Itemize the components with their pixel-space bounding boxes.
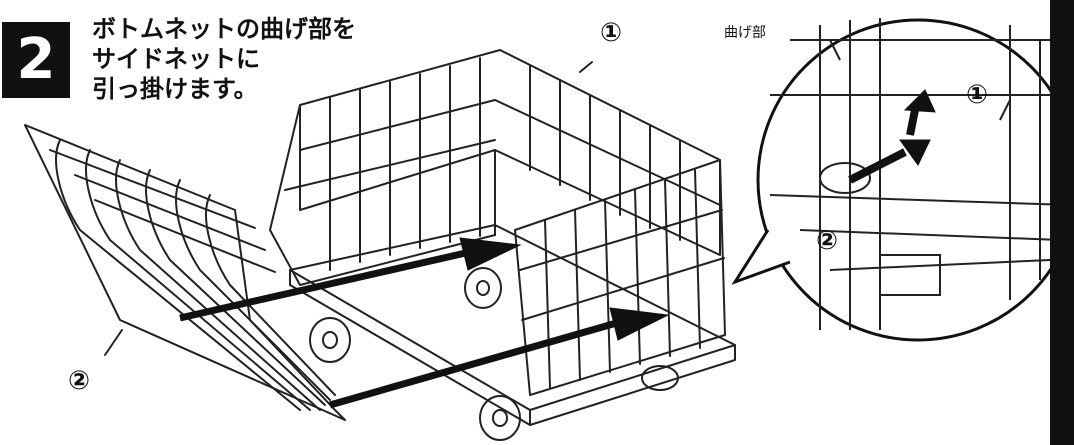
instruction-line: サイドネットに bbox=[92, 45, 260, 73]
side-net-back bbox=[269, 49, 721, 286]
bend-label: 曲げ部 bbox=[724, 25, 766, 41]
bottom-net bbox=[24, 124, 346, 421]
step-number-badge: 2 bbox=[2, 22, 70, 98]
caster-wheel-icon bbox=[309, 267, 679, 441]
instruction-line: ボトムネットの曲げ部を bbox=[92, 15, 356, 43]
callout-part-label-2: ② bbox=[816, 226, 839, 256]
part-label-2: ② bbox=[68, 366, 91, 396]
page-edge-bar bbox=[1050, 0, 1074, 445]
part-label-1: ① bbox=[600, 18, 623, 48]
detail-callout bbox=[731, 18, 1074, 342]
step-instruction: ボトムネットの曲げ部を サイドネットに 引っ掛けます。 bbox=[92, 14, 356, 104]
callout-part-label-1: ① bbox=[966, 80, 989, 110]
step-number: 2 bbox=[16, 27, 56, 92]
instruction-line: 引っ掛けます。 bbox=[92, 75, 258, 103]
arrow-icon bbox=[179, 237, 670, 409]
side-net-front bbox=[514, 159, 726, 396]
cart-base bbox=[289, 224, 736, 426]
